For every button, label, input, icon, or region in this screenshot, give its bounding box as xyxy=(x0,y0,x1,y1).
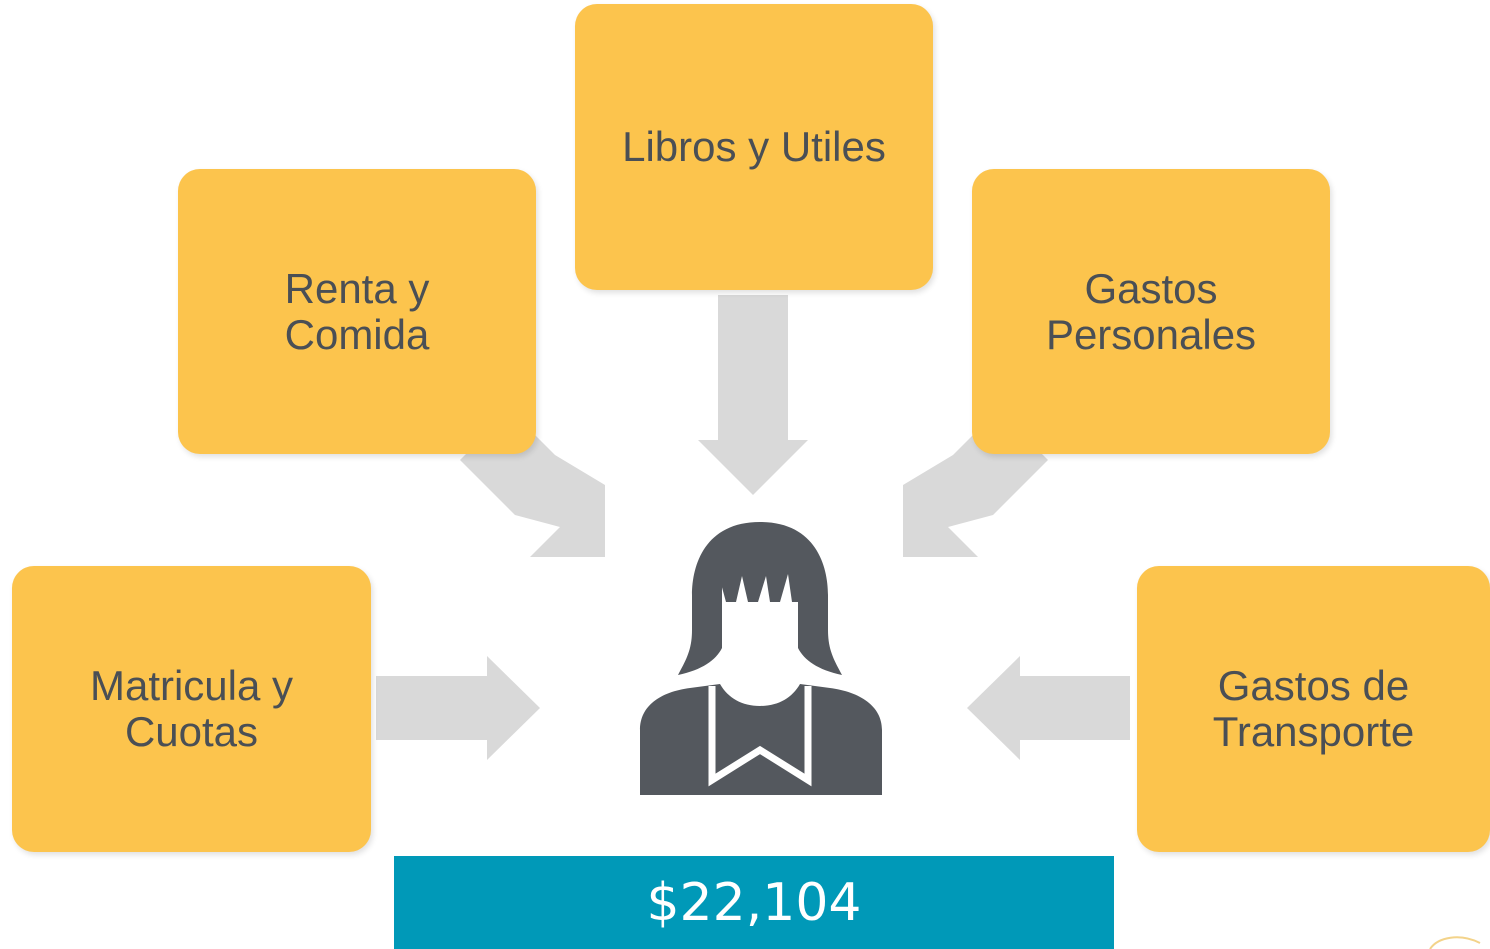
box-transporte-label: Gastos de Transporte xyxy=(1212,662,1415,755)
arrow-right-icon xyxy=(376,656,540,760)
total-cost-bar: $22,104 xyxy=(394,856,1114,949)
arrow-down-icon xyxy=(698,295,808,495)
corner-decoration-icon xyxy=(1429,936,1481,949)
box-gastos-personales-label: Gastos Personales xyxy=(1045,264,1257,358)
arrow-left-icon xyxy=(967,656,1130,760)
box-matricula-label: Matricula y Cuotas xyxy=(89,662,294,755)
box-gastos-de-transporte: Gastos de Transporte xyxy=(1137,566,1490,852)
person-icon xyxy=(640,522,882,795)
box-matricula-y-cuotas: Matricula y Cuotas xyxy=(12,566,371,852)
box-renta-y-comida: Renta y Comida xyxy=(178,169,536,454)
box-renta-label: Renta y Comida xyxy=(284,264,430,358)
box-gastos-personales: Gastos Personales xyxy=(972,169,1330,454)
total-cost-value: $22,104 xyxy=(646,872,862,933)
box-libros-y-utiles: Libros y Utiles xyxy=(575,4,933,290)
box-libros-label: Libros y Utiles xyxy=(622,123,886,170)
